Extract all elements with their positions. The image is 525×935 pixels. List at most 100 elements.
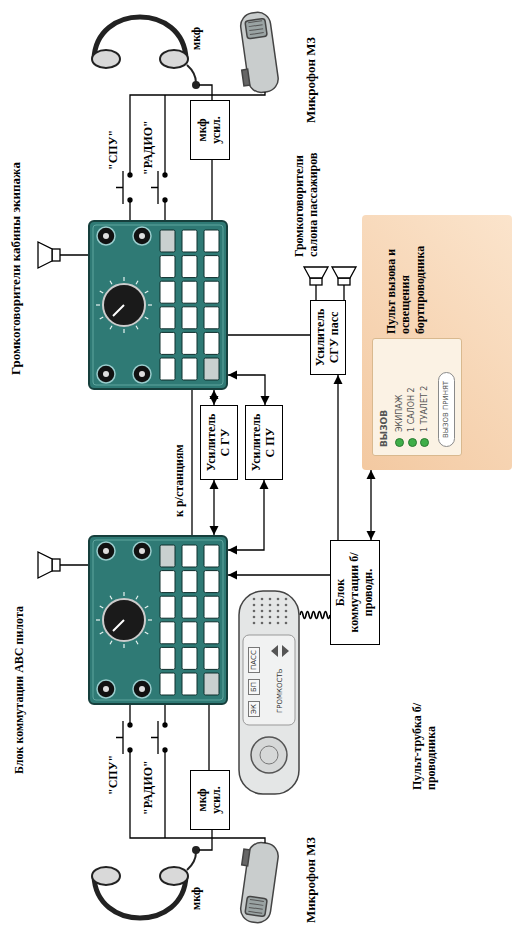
panel-key	[204, 332, 219, 354]
knob	[139, 686, 145, 692]
headset	[160, 867, 188, 885]
push-switch	[116, 721, 123, 754]
panel-body	[89, 221, 227, 389]
speaker-grille	[253, 598, 256, 601]
speaker-grille	[261, 616, 264, 619]
headset	[92, 17, 199, 88]
wiring	[199, 85, 212, 100]
knob	[97, 542, 115, 560]
panel-caption: Блок коммутации АВС пилота	[12, 605, 26, 775]
selector-knob	[103, 599, 145, 641]
speaker-grille	[269, 622, 272, 625]
panel-key	[160, 332, 175, 354]
panel-key	[182, 332, 197, 354]
knob	[103, 686, 109, 692]
call-indicator-panel: ВЫЗОВЭКИПАЖ1 САЛОН 21 ТУАЛЕТ 2ВЫЗОВ ПРИН…	[372, 338, 462, 456]
wiring	[60, 85, 344, 850]
dial-tick	[96, 304, 100, 305]
connector	[228, 480, 264, 550]
speaker-grille	[253, 610, 256, 613]
panel-bevel	[93, 225, 223, 385]
dial-tick	[100, 606, 103, 608]
switch-label: "РАДИО"	[141, 120, 155, 175]
loudspeaker	[38, 242, 52, 268]
caption: Громкоговорители кабины экипажа	[8, 162, 24, 375]
speaker-grille	[261, 610, 264, 613]
part-label: Микрофон М3	[303, 837, 319, 923]
panel-key	[204, 281, 219, 303]
dial-tick	[136, 596, 138, 599]
speaker-grille	[253, 622, 256, 625]
panel-key	[160, 596, 175, 618]
knob	[97, 680, 115, 698]
connector	[370, 470, 371, 540]
call-panel: Пульт вызова и освещения бортпроводникаВ…	[362, 215, 512, 470]
panel-key	[182, 622, 197, 644]
speaker-grille	[253, 616, 256, 619]
box-label: Усилитель СГУ пасс	[314, 305, 342, 370]
speaker-grille	[285, 610, 288, 613]
panel-key	[204, 622, 219, 644]
handset: ЭКБППАССГРОМКОСТЬПульт-трубка б/проводни…	[238, 590, 300, 795]
knob	[133, 542, 151, 560]
knob	[139, 233, 145, 239]
loudspeaker	[52, 249, 60, 261]
connector	[208, 705, 209, 770]
process-box: Блок коммутации б/проводн.	[330, 540, 380, 645]
connector	[228, 574, 330, 575]
loudspeaker	[52, 559, 60, 571]
dial-tick	[145, 291, 148, 293]
panel-bevel	[93, 540, 223, 700]
selector-knob	[113, 620, 124, 631]
panel-key	[160, 256, 175, 278]
dial-tick	[123, 277, 124, 281]
box-label: Усилитель С ПУ	[250, 410, 278, 475]
box-label: Усилитель С ГУ	[205, 410, 233, 475]
microphone-m3	[245, 18, 267, 39]
push-switch	[163, 723, 167, 727]
push-switch	[151, 721, 158, 754]
push-switch	[163, 748, 167, 752]
push-switch	[128, 173, 132, 177]
panel-key	[204, 571, 219, 593]
switch-label: "СПУ"	[106, 130, 120, 170]
panel-key	[204, 256, 219, 278]
indicator-label: 1 САЛОН 2	[407, 387, 417, 432]
panel-key	[182, 230, 197, 252]
handset-keypad	[243, 635, 295, 725]
dial-tick	[123, 644, 124, 648]
box-label: Блок коммутации б/проводн.	[334, 545, 375, 640]
microphone-m3	[234, 840, 280, 924]
wiring	[228, 375, 265, 405]
panel-key	[182, 571, 197, 593]
dial-tick	[136, 281, 138, 284]
knob	[103, 371, 109, 377]
panel-key	[182, 281, 197, 303]
dial-tick	[136, 641, 138, 644]
knob	[139, 548, 145, 554]
headset	[92, 867, 120, 885]
process-box: Усилитель СГУ пасс	[310, 300, 346, 375]
panel-key	[160, 673, 175, 695]
indicator-row: 1 САЛОН 2	[407, 347, 417, 447]
handset-caption: Пульт-трубка б/проводника	[410, 640, 439, 790]
wiring	[316, 285, 344, 300]
push-switch	[151, 171, 158, 204]
switching-panel	[88, 535, 228, 705]
connector	[337, 375, 338, 540]
dial-tick	[110, 641, 112, 644]
panel-key	[204, 307, 219, 329]
handset-button: ПАСС	[248, 647, 260, 673]
knob	[97, 227, 115, 245]
selector-knob	[103, 284, 145, 326]
box-label: мкф усил.	[196, 775, 224, 825]
wiring	[199, 830, 212, 850]
dial-tick	[136, 326, 138, 329]
dial-tick	[148, 304, 152, 305]
panel-key	[160, 647, 175, 669]
dial-tick	[123, 329, 124, 333]
dial-tick	[123, 592, 124, 596]
earpiece	[251, 737, 287, 773]
volume-arrows	[271, 645, 289, 657]
